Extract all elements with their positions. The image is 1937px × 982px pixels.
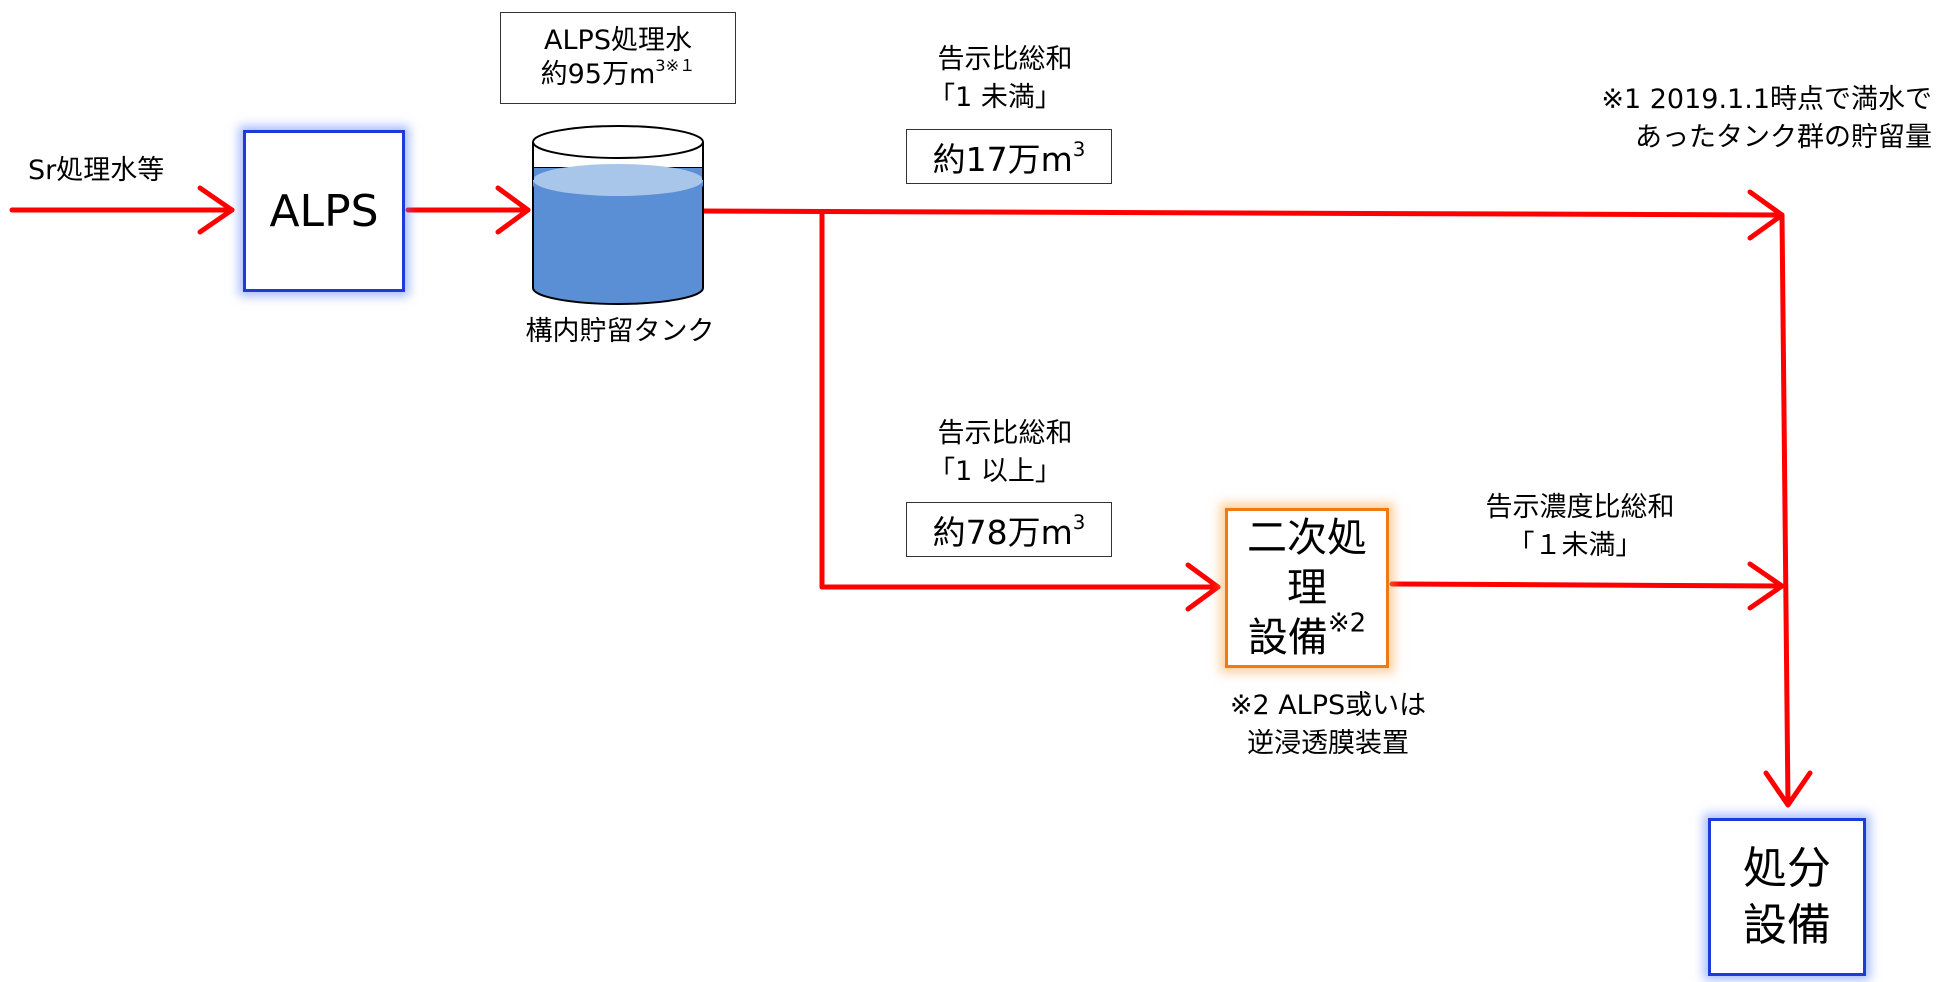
alps-box: ALPS	[243, 130, 405, 292]
treated-water-volume: 約95万m3※１	[540, 55, 696, 90]
note1-line1: ※1 2019.1.1時点で満水で	[1601, 84, 1932, 115]
upper-volume: 約17万m	[932, 139, 1073, 179]
storage-tank-icon	[532, 125, 704, 305]
after-secondary-label-line1: 告示濃度比総和	[1485, 492, 1675, 523]
lower-label-line2: 「1 以上」	[928, 456, 1062, 487]
note1-line2: あったタンク群の貯留量	[1635, 122, 1932, 153]
alps-box-label: ALPS	[269, 185, 379, 237]
secondary-treatment-box: 二次処理 設備※2	[1225, 508, 1389, 668]
input-arrowhead	[197, 185, 235, 235]
flow-lines	[9, 185, 1813, 808]
after-secondary-label-line2: 「１未満」	[1507, 530, 1643, 561]
secondary-out-line	[1389, 581, 1785, 589]
tank-arrowhead	[495, 185, 531, 235]
alps-treated-water-box: ALPS処理水 約95万m3※１	[500, 12, 736, 104]
lower-volume-box: 約78万m3	[906, 502, 1112, 557]
lower-volume: 約78万m	[932, 512, 1073, 552]
input-label: Sr処理水等	[28, 155, 165, 186]
secondary-line1: 二次処理	[1247, 515, 1367, 611]
disposal-facility-box: 処分 設備	[1708, 818, 1866, 976]
secondary-note-line1: ※2 ALPS或いは	[1229, 690, 1427, 721]
upper-flow-line	[695, 208, 1785, 218]
disposal-line2: 設備	[1743, 900, 1831, 951]
lower-label-line1: 告示比総和	[937, 418, 1073, 449]
right-vertical-line	[1779, 212, 1791, 808]
treated-water-title: ALPS処理水	[544, 25, 692, 57]
upper-volume-box: 約17万m3	[906, 129, 1112, 184]
secondary-arrowhead	[1185, 562, 1221, 612]
disposal-line1: 処分	[1743, 842, 1831, 894]
upper-label-line1: 告示比総和	[937, 44, 1073, 75]
secondary-out-arrowhead	[1747, 561, 1785, 611]
upper-label-line2: 「1 未満」	[928, 82, 1062, 113]
secondary-note-line2: 逆浸透膜装置	[1247, 728, 1409, 759]
secondary-line2: 設備※2	[1247, 608, 1367, 662]
tank-label: 構内貯留タンク	[525, 316, 715, 347]
disposal-arrowhead	[1763, 770, 1813, 808]
